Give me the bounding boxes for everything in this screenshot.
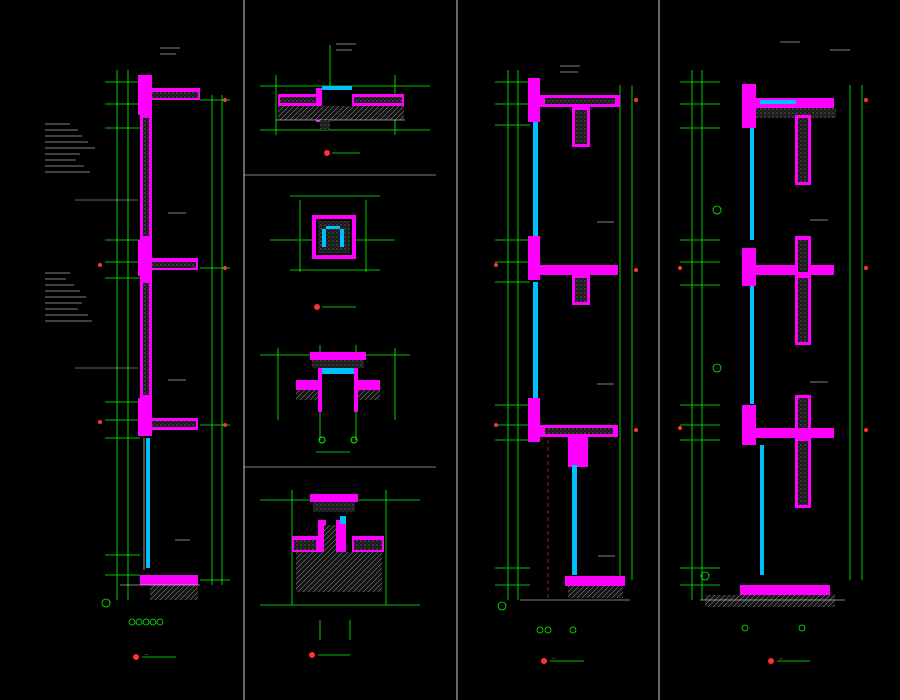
annotation-strokes [160,41,850,557]
axis-bubbles-a [101,598,164,626]
detail-1 [260,45,430,156]
detail-4 [260,490,420,658]
detail-2 [270,195,395,310]
title-mark-a: — [133,652,176,660]
detail-3 [260,345,410,453]
wall-section-b: — [494,70,638,664]
notes-a [45,123,138,369]
sheet-frame [243,0,660,700]
title-mark-b: — [541,656,584,664]
level-markers-b [494,98,638,432]
wall-section-c: — [678,70,868,664]
level-markers-a [98,98,227,427]
title-mark-c: — [768,656,810,664]
level-markers-c [678,98,868,432]
elevation-label-b: — [552,656,556,660]
elevation-label-c: — [779,656,783,660]
wall-section-a: — [45,70,230,660]
elevation-label-a: — [145,652,149,656]
